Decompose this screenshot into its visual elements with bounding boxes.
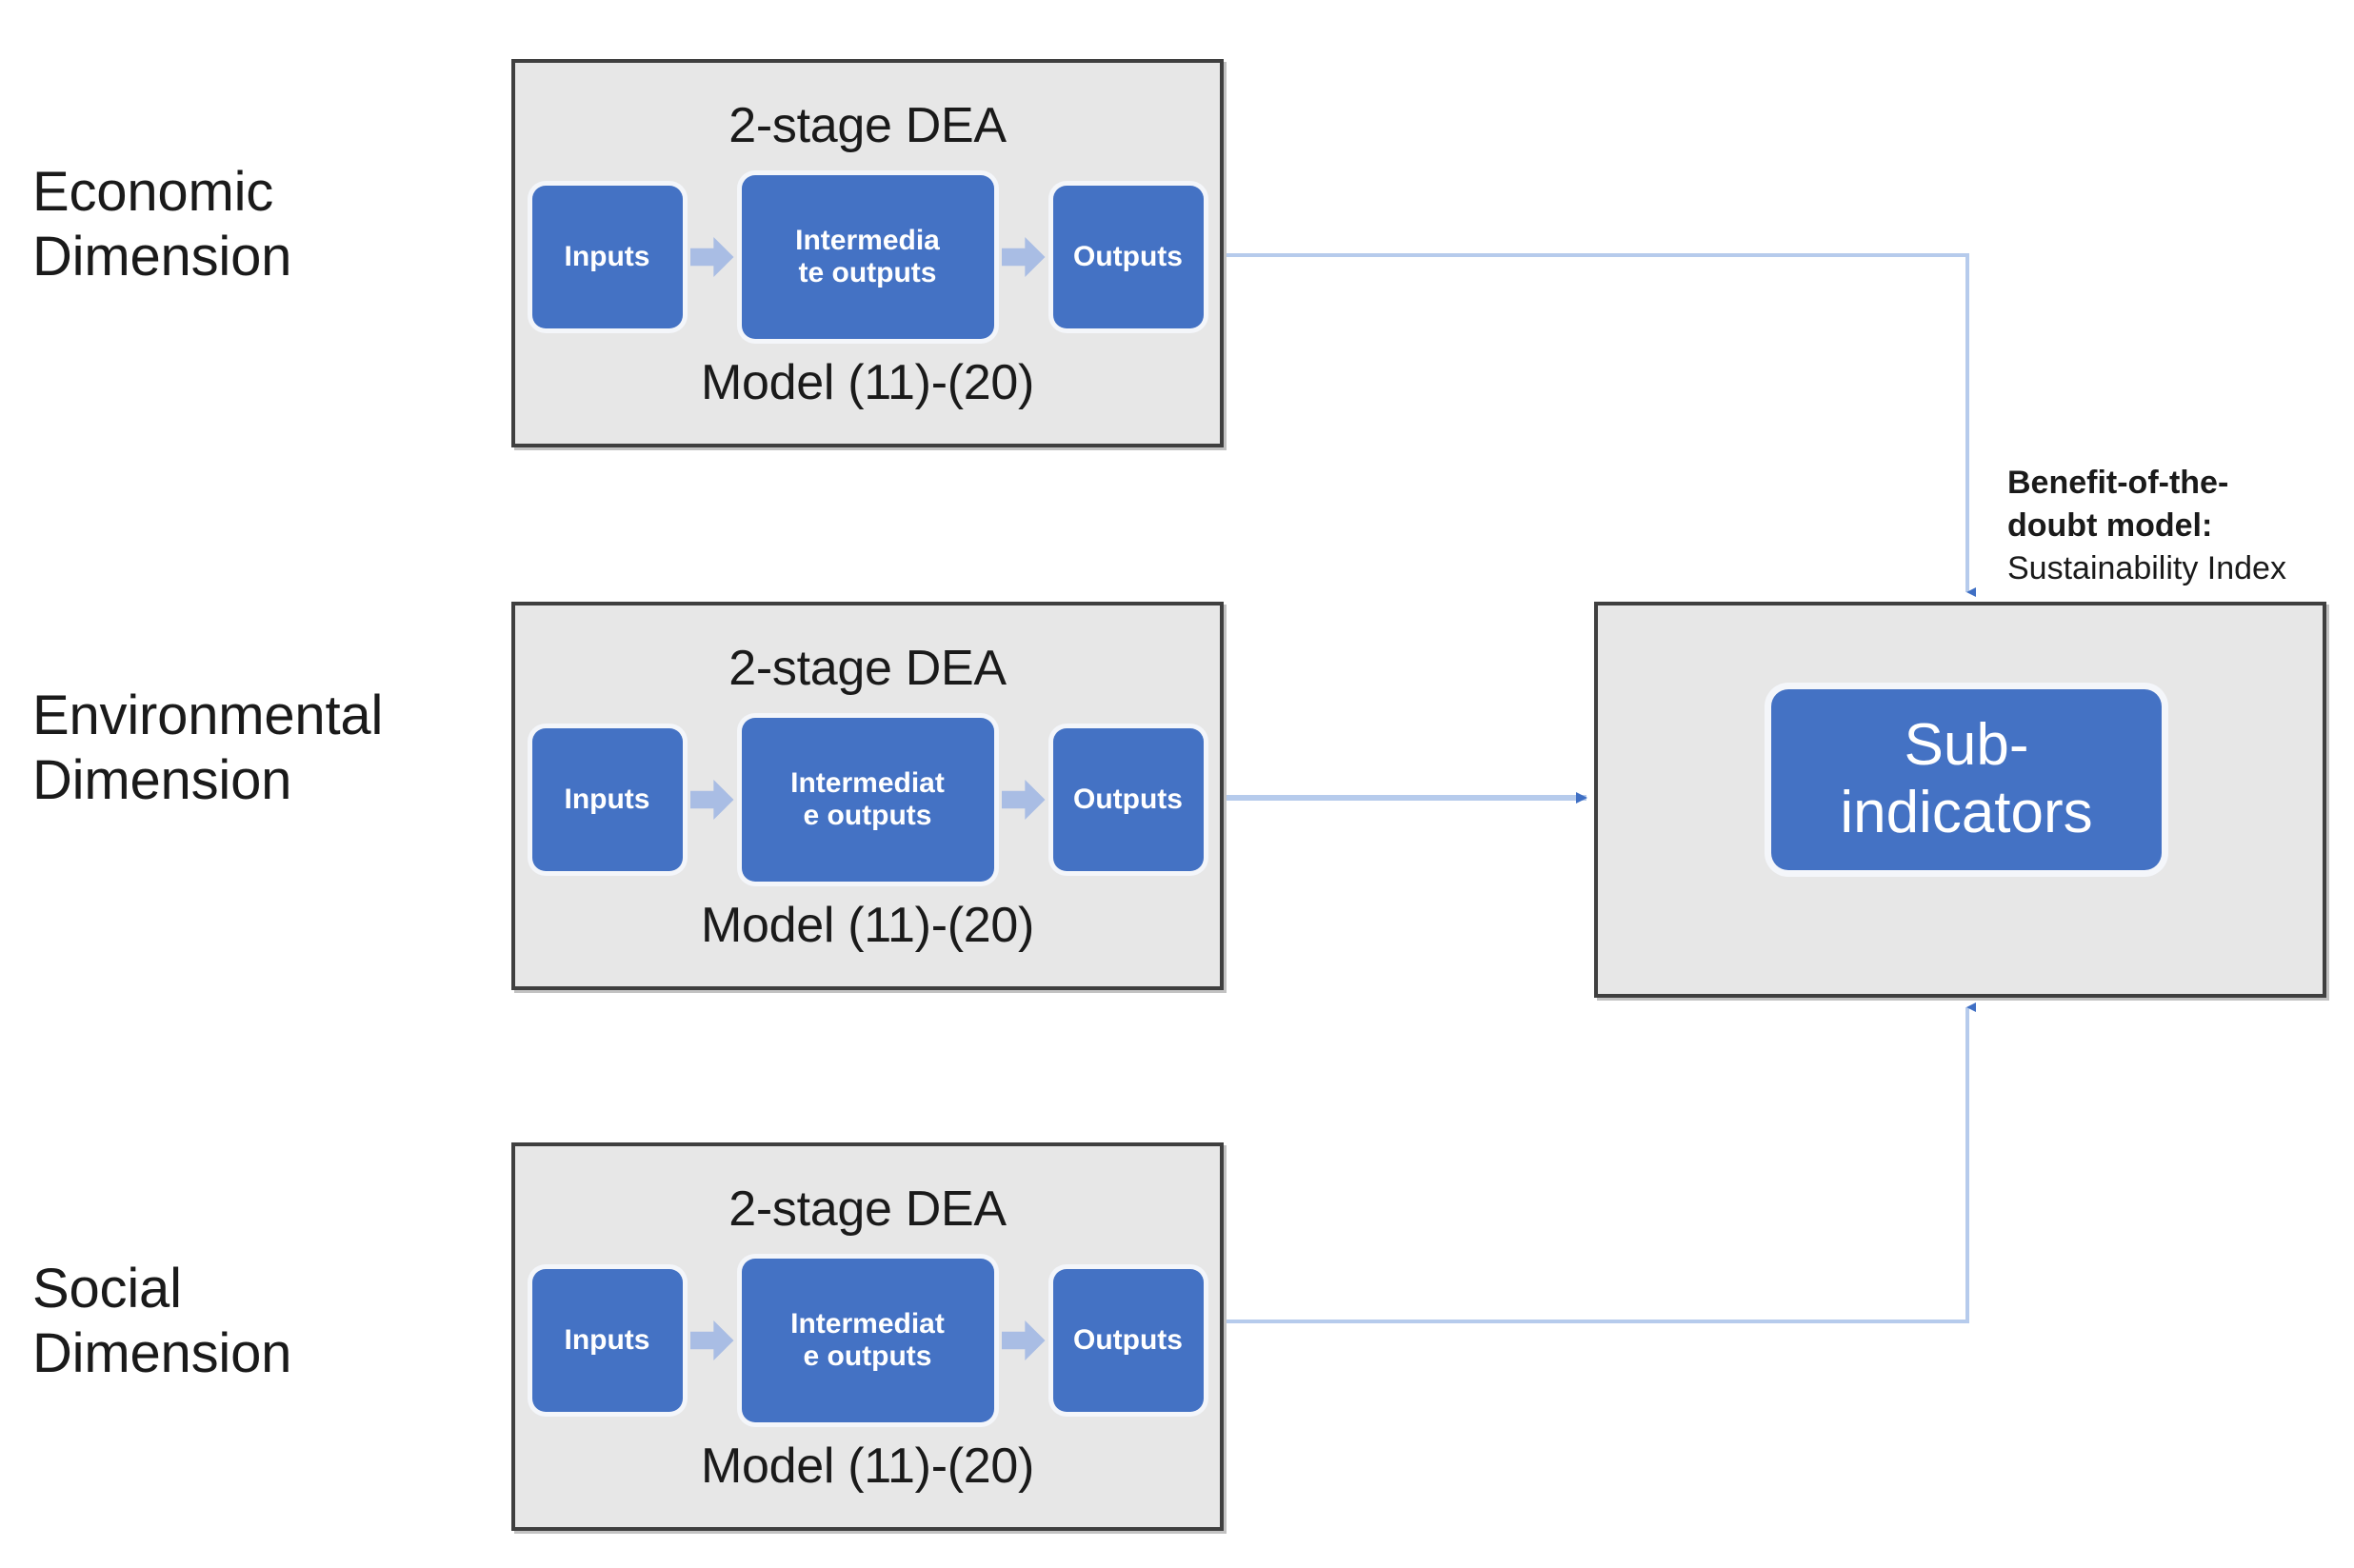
chevron-right-icon	[683, 1269, 742, 1412]
chain-environmental: Inputs Intermediat e outputs Outputs	[515, 718, 1220, 882]
chevron-right-icon	[683, 728, 742, 871]
connector-economic-to-subindicators	[1227, 253, 1976, 597]
node-sub-indicators[interactable]: Sub- indicators	[1771, 689, 2162, 870]
node-inputs-environmental[interactable]: Inputs	[531, 728, 683, 871]
panel-title-environmental: 2-stage DEA	[728, 641, 1007, 696]
panel-title-economic: 2-stage DEA	[728, 98, 1007, 153]
annotation-rest-label: Sustainability Index	[2007, 550, 2286, 587]
chevron-right-icon	[994, 186, 1053, 328]
panel-footer-social: Model (11)-(20)	[701, 1439, 1034, 1494]
annotation-separator: :	[2201, 507, 2213, 545]
panel-sub-indicators: Sub- indicators	[1594, 602, 2326, 998]
chevron-right-icon	[994, 1269, 1053, 1412]
row-label-social: Social Dimension	[32, 1258, 292, 1385]
panel-economic: 2-stage DEA Inputs Intermedia te outputs…	[511, 59, 1224, 447]
chain-social: Inputs Intermediat e outputs Outputs	[515, 1259, 1220, 1422]
row-label-environmental: Environmental Dimension	[32, 685, 384, 812]
node-outputs-environmental[interactable]: Outputs	[1052, 728, 1204, 871]
node-inputs-economic[interactable]: Inputs	[531, 186, 683, 328]
panel-environmental: 2-stage DEA Inputs Intermediat e outputs…	[511, 602, 1224, 990]
panel-social: 2-stage DEA Inputs Intermediat e outputs…	[511, 1142, 1224, 1531]
annotation-benefit-of-the-doubt: Benefit-of-the-doubt model: Sustainabili…	[2007, 462, 2303, 591]
node-inputs-social[interactable]: Inputs	[531, 1269, 683, 1412]
chain-economic: Inputs Intermedia te outputs Outputs	[515, 175, 1220, 339]
row-label-economic: Economic Dimension	[32, 161, 292, 288]
node-intermediate-outputs-environmental[interactable]: Intermediat e outputs	[741, 718, 994, 882]
connector-social-to-subindicators	[1227, 1002, 1976, 1323]
annotation-bold-label: Benefit-of-the-doubt model	[2007, 465, 2229, 545]
node-outputs-economic[interactable]: Outputs	[1052, 186, 1204, 328]
panel-footer-environmental: Model (11)-(20)	[701, 898, 1034, 953]
panel-footer-economic: Model (11)-(20)	[701, 355, 1034, 410]
chevron-right-icon	[683, 186, 742, 328]
node-intermediate-outputs-social[interactable]: Intermediat e outputs	[741, 1259, 994, 1422]
chevron-right-icon	[994, 728, 1053, 871]
node-intermediate-outputs-economic[interactable]: Intermedia te outputs	[741, 175, 994, 339]
panel-title-social: 2-stage DEA	[728, 1181, 1007, 1237]
node-outputs-social[interactable]: Outputs	[1052, 1269, 1204, 1412]
